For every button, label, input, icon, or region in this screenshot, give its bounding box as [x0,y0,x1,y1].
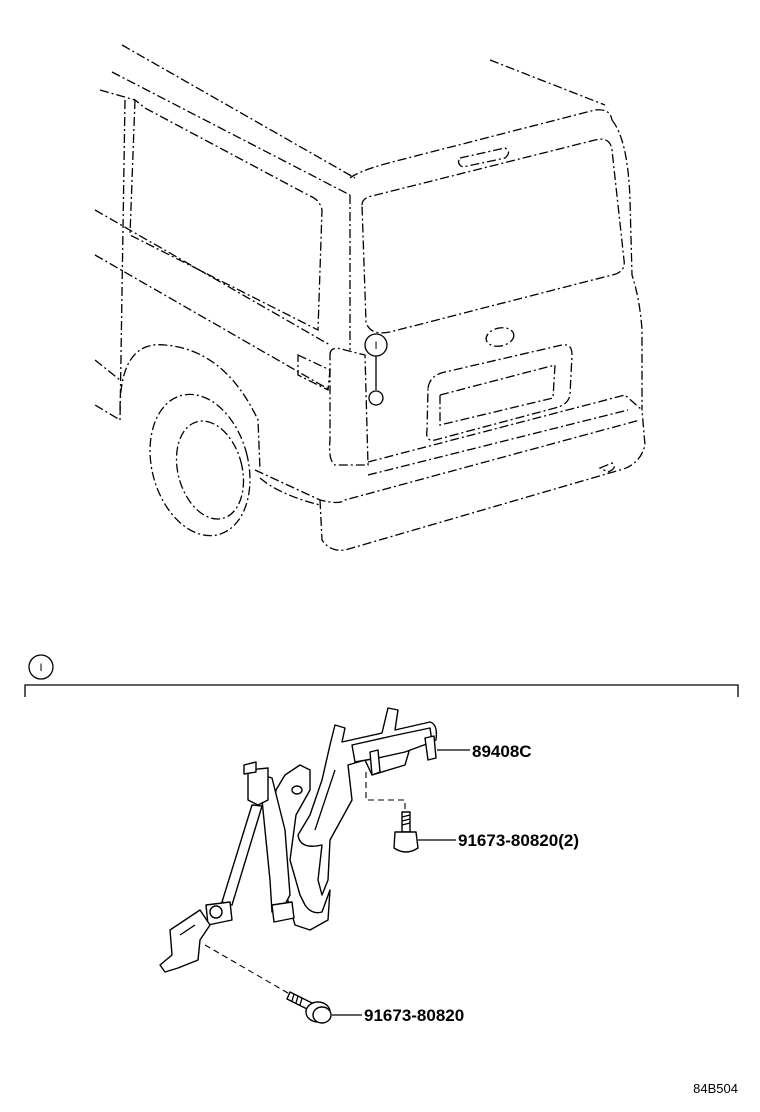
callout-marker-on-van: I [364,333,388,406]
label-sensor-assembly: 89408C [437,742,532,761]
figure-code: 84B504 [693,1081,738,1096]
svg-text:89408C: 89408C [472,742,532,761]
label-bolt-link: 91673-80820 [332,1006,464,1025]
svg-text:91673-80820: 91673-80820 [364,1006,464,1025]
section-callout-label: I [39,662,42,674]
height-sensor-assembly [159,707,438,973]
label-bolt-bracket: 91673-80820(2) [418,831,579,850]
van-illustration [94,44,646,551]
bolt-lower-icon [286,991,332,1024]
svg-text:91673-80820(2): 91673-80820(2) [458,831,579,850]
svg-text:I: I [374,340,377,352]
section-bracket [24,684,739,697]
section-header: I [24,654,739,697]
bolt-upper-icon [393,811,419,853]
section-callout-circle [28,654,54,680]
